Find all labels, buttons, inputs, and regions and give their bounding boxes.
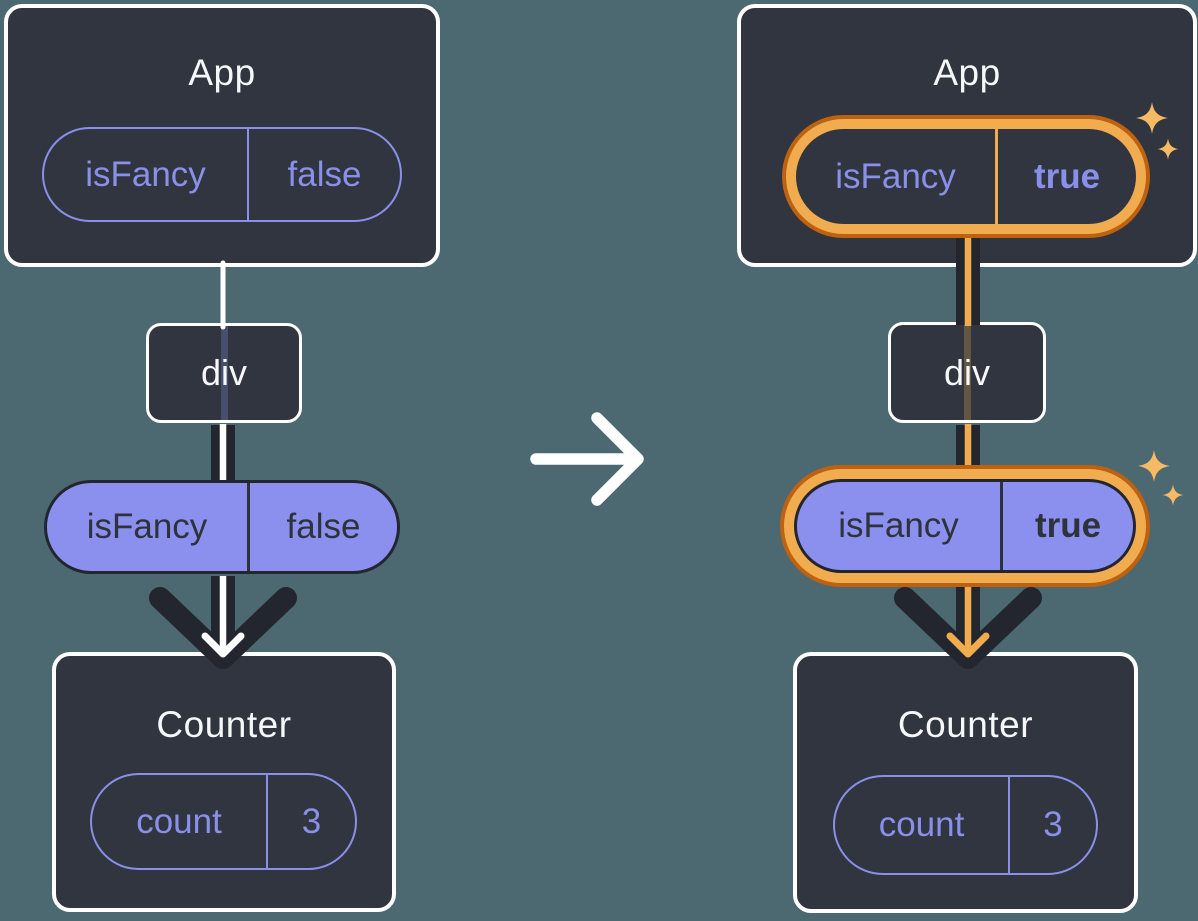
sparkles-icon — [1138, 450, 1184, 506]
pill-value: false — [287, 154, 362, 194]
component-title: App — [933, 52, 1001, 93]
down-arrowhead-icon — [149, 587, 297, 669]
pill-key: isFancy — [797, 482, 1003, 570]
pill-key: isFancy — [796, 129, 998, 224]
component-title: Counter — [897, 704, 1034, 745]
pass-through-line — [220, 326, 228, 420]
div-element-box-after: div — [888, 322, 1046, 423]
component-title: App — [188, 52, 256, 93]
app-state-pill-after: isFancy true — [796, 129, 1136, 224]
counter-state-pill-before: count 3 — [90, 773, 357, 870]
pill-value: 3 — [301, 801, 322, 841]
right-arrow-icon — [530, 412, 644, 506]
pill-key: count — [92, 775, 268, 868]
pass-through-line — [963, 325, 971, 420]
element-label: div — [200, 352, 248, 393]
down-arrowhead-icon — [894, 587, 1042, 669]
pill-value: true — [1034, 506, 1102, 545]
pill-value: 3 — [1043, 805, 1063, 844]
prop-pill-before: isFancy false — [44, 480, 400, 574]
pill-value: true — [1033, 156, 1101, 196]
div-element-box-before: div — [146, 323, 302, 423]
app-state-pill-before: isFancy false — [42, 127, 402, 222]
counter-state-pill-after: count 3 — [833, 775, 1098, 875]
pill-value: false — [286, 507, 361, 546]
pill-key: isFancy — [47, 483, 250, 571]
element-label: div — [943, 351, 991, 393]
prop-pill-after: isFancy true — [794, 479, 1136, 573]
component-title: Counter — [156, 704, 292, 745]
pill-key: count — [835, 777, 1010, 873]
pill-key: isFancy — [44, 129, 249, 220]
